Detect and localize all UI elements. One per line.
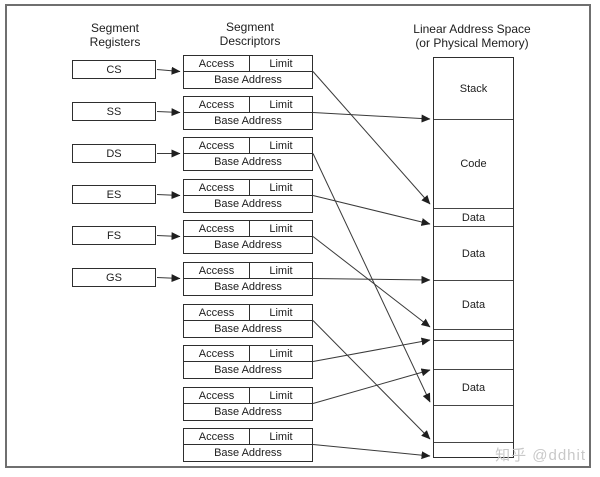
descriptor-base-address-cell: Base Address bbox=[214, 239, 282, 251]
descriptor-base-address-cell: Base Address bbox=[214, 74, 282, 86]
segment-descriptors-title: Segment Descriptors bbox=[190, 20, 310, 48]
memory-section-unlabeled bbox=[434, 406, 513, 443]
descriptor-limit-cell: Limit bbox=[269, 264, 293, 277]
title-line: Descriptors bbox=[219, 34, 281, 48]
descriptor-base-address-cell: Base Address bbox=[214, 281, 282, 293]
register-box-ss: SS bbox=[72, 102, 156, 121]
descriptor-base-address-cell: Base Address bbox=[214, 115, 282, 127]
descriptor-limit-cell: Limit bbox=[269, 222, 293, 235]
descriptor-access-cell: Access bbox=[184, 56, 250, 71]
register-box-es: ES bbox=[72, 185, 156, 204]
descriptor-limit-cell: Limit bbox=[269, 181, 293, 194]
descriptor-top-row: Access Limit bbox=[184, 305, 312, 321]
descriptor-base-address-cell: Base Address bbox=[214, 406, 282, 418]
segment-registers-title: Segment Registers bbox=[60, 21, 170, 49]
descriptor-top-row: Access Limit bbox=[184, 429, 312, 445]
memory-section-stack: Stack bbox=[434, 58, 513, 120]
descriptor-access-cell: Access bbox=[184, 97, 250, 112]
memory-section-code: Code bbox=[434, 120, 513, 209]
title-line: Linear Address Space bbox=[413, 22, 531, 36]
descriptor-access-cell: Access bbox=[184, 305, 250, 320]
descriptor-base-address-cell: Base Address bbox=[214, 323, 282, 335]
linear-address-space-title: Linear Address Space (or Physical Memory… bbox=[382, 22, 562, 50]
descriptor-top-row: Access Limit bbox=[184, 138, 312, 154]
descriptor-top-row: Access Limit bbox=[184, 56, 312, 72]
descriptor-top-row: Access Limit bbox=[184, 221, 312, 237]
descriptor-access-cell: Access bbox=[184, 180, 250, 195]
title-line: Segment bbox=[225, 20, 275, 34]
descriptor-base-address-cell: Base Address bbox=[214, 364, 282, 376]
descriptor-limit-cell: Limit bbox=[269, 430, 293, 443]
title-line: Registers bbox=[89, 35, 141, 49]
memory-section-unlabeled bbox=[434, 330, 513, 341]
descriptor-limit-cell: Limit bbox=[269, 139, 293, 152]
descriptor-access-cell: Access bbox=[184, 346, 250, 361]
descriptor-access-cell: Access bbox=[184, 221, 250, 236]
descriptor-access-cell: Access bbox=[184, 138, 250, 153]
descriptor-top-row: Access Limit bbox=[184, 97, 312, 113]
descriptor-top-row: Access Limit bbox=[184, 180, 312, 196]
descriptor-limit-cell: Limit bbox=[269, 389, 293, 402]
descriptor-access-cell: Access bbox=[184, 429, 250, 444]
register-box-ds: DS bbox=[72, 144, 156, 163]
descriptor-top-row: Access Limit bbox=[184, 388, 312, 404]
descriptor-top-row: Access Limit bbox=[184, 263, 312, 279]
title-line: (or Physical Memory) bbox=[415, 36, 529, 50]
descriptor-base-address-cell: Base Address bbox=[214, 447, 282, 459]
descriptor-limit-cell: Limit bbox=[269, 98, 293, 111]
descriptor-limit-cell: Limit bbox=[269, 57, 293, 70]
descriptor-base-address-cell: Base Address bbox=[214, 198, 282, 210]
memory-section-unlabeled bbox=[434, 341, 513, 370]
descriptor-top-row: Access Limit bbox=[184, 346, 312, 362]
title-line: Segment bbox=[90, 21, 140, 35]
memory-section-data: Data bbox=[434, 370, 513, 406]
descriptor-base-address-cell: Base Address bbox=[214, 156, 282, 168]
register-box-gs: GS bbox=[72, 268, 156, 287]
memory-section-data: Data bbox=[434, 281, 513, 330]
register-box-cs: CS bbox=[72, 60, 156, 79]
memory-section-data: Data bbox=[434, 227, 513, 281]
descriptor-limit-cell: Limit bbox=[269, 347, 293, 360]
descriptor-limit-cell: Limit bbox=[269, 306, 293, 319]
descriptor-access-cell: Access bbox=[184, 388, 250, 403]
register-box-fs: FS bbox=[72, 226, 156, 245]
memory-section-data: Data bbox=[434, 209, 513, 227]
watermark: 知乎 @ddhit bbox=[495, 447, 586, 464]
descriptor-access-cell: Access bbox=[184, 263, 250, 278]
